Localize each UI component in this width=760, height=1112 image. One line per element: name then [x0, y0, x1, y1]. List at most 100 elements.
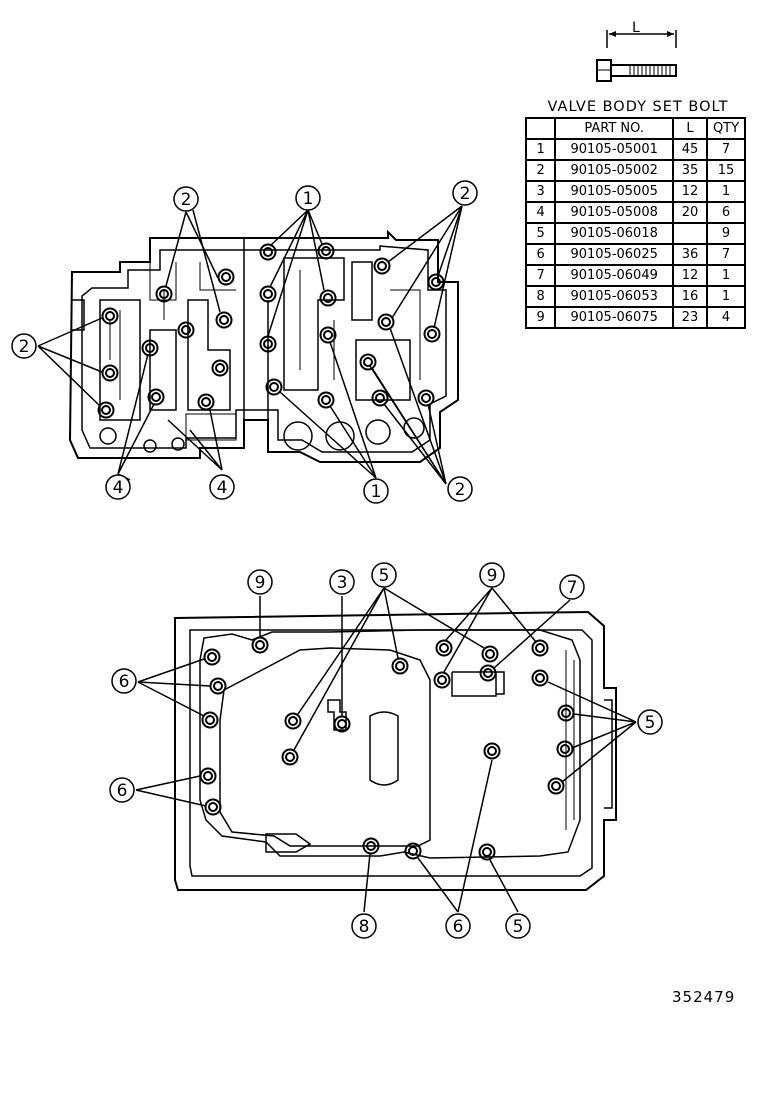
- svg-text:6: 6: [117, 781, 128, 801]
- svg-text:5: 5: [513, 917, 524, 937]
- spec-table: PART NO. L QTY 1 90105-05001 45 7 2 9010…: [524, 117, 746, 329]
- callout-4-left: 4: [105, 474, 131, 500]
- callout-6-bottom: 6: [445, 913, 471, 939]
- svg-text:3: 3: [337, 573, 348, 593]
- row-part: 90105-06053: [554, 285, 675, 308]
- svg-text:9: 9: [487, 566, 498, 586]
- callout-5-bottom: 5: [505, 913, 531, 939]
- row-part: 90105-06075: [554, 306, 675, 329]
- svg-text:5: 5: [379, 566, 390, 586]
- table-row: 8 90105-06053 16 1: [524, 285, 746, 308]
- callouts: 2 1 2 2 4 4 1 2 9 3 5 9 7 6 6 5 8 6 5: [11, 180, 663, 939]
- svg-text:5: 5: [645, 713, 656, 733]
- row-part: 90105-05002: [554, 159, 675, 182]
- callout-2-top-left: 2: [173, 186, 199, 212]
- svg-text:7: 7: [567, 578, 578, 598]
- bolt-spec-table: VALVE BODY SET BOLT PART NO. L QTY 1 901…: [524, 99, 751, 329]
- svg-text:6: 6: [119, 672, 130, 692]
- svg-text:4: 4: [113, 478, 124, 498]
- svg-text:1: 1: [371, 482, 382, 502]
- callout-8: 8: [351, 913, 377, 939]
- row-no: 1: [524, 138, 557, 161]
- row-length: 20: [672, 201, 708, 224]
- row-no: 4: [524, 201, 557, 224]
- table-row: 2 90105-05002 35 15: [524, 159, 746, 182]
- table-row: 4 90105-05008 20 6: [524, 201, 746, 224]
- header-length: L: [672, 117, 708, 140]
- header-no: [524, 117, 557, 140]
- row-qty: 1: [706, 180, 746, 203]
- row-qty: 1: [706, 264, 746, 287]
- callout-2-bottom: 2: [447, 476, 473, 502]
- row-qty: 7: [706, 138, 746, 161]
- callout-5-top: 5: [371, 562, 397, 588]
- row-no: 6: [524, 243, 557, 266]
- header-part-no: PART NO.: [554, 117, 675, 140]
- callout-1-bottom: 1: [363, 478, 389, 504]
- table-row: 3 90105-05005 12 1: [524, 180, 746, 203]
- row-no: 9: [524, 306, 557, 329]
- row-length: 12: [672, 264, 708, 287]
- row-qty: 1: [706, 285, 746, 308]
- svg-text:1: 1: [303, 189, 314, 209]
- row-part: 90105-05005: [554, 180, 675, 203]
- row-part: 90105-05001: [554, 138, 675, 161]
- svg-text:9: 9: [255, 573, 266, 593]
- svg-text:2: 2: [181, 190, 192, 210]
- callout-3: 3: [329, 569, 355, 595]
- row-no: 3: [524, 180, 557, 203]
- reference-code: 352479: [672, 988, 736, 1006]
- lower-leader-lines: [135, 587, 637, 913]
- header-qty: QTY: [706, 117, 746, 140]
- bolt-length-label: L: [632, 20, 640, 36]
- callout-6-middle: 6: [109, 777, 135, 803]
- lower-valve-body: [174, 610, 617, 891]
- row-no: 7: [524, 264, 557, 287]
- upper-bolts: [97, 242, 445, 419]
- callout-2-top-right: 2: [452, 180, 478, 206]
- row-part: 90105-05008: [554, 201, 675, 224]
- row-no: 8: [524, 285, 557, 308]
- callout-5-right: 5: [637, 709, 663, 735]
- callout-1-top: 1: [295, 185, 321, 211]
- row-part: 90105-06049: [554, 264, 675, 287]
- svg-text:8: 8: [359, 917, 370, 937]
- table-header-row: PART NO. L QTY: [524, 117, 746, 140]
- row-qty: 15: [706, 159, 746, 182]
- row-length: 16: [672, 285, 708, 308]
- lower-bolts: [199, 636, 575, 861]
- row-length: 45: [672, 138, 708, 161]
- row-length: 35: [672, 159, 708, 182]
- table-title: VALVE BODY SET BOLT: [547, 99, 729, 115]
- table-row: 9 90105-06075 23 4: [524, 306, 746, 329]
- row-qty: 4: [706, 306, 746, 329]
- row-no: 5: [524, 222, 557, 245]
- callout-9-right: 9: [479, 562, 505, 588]
- svg-text:2: 2: [455, 480, 466, 500]
- bolt-icon: [596, 30, 677, 82]
- row-length: 23: [672, 306, 708, 329]
- row-no: 2: [524, 159, 557, 182]
- table-row: 7 90105-06049 12 1: [524, 264, 746, 287]
- row-part: 90105-06025: [554, 243, 675, 266]
- callout-6-upper: 6: [111, 668, 137, 694]
- row-qty: 7: [706, 243, 746, 266]
- callout-4-right: 4: [209, 474, 235, 500]
- row-length: 12: [672, 180, 708, 203]
- table-row: 1 90105-05001 45 7: [524, 138, 746, 161]
- callout-2-left: 2: [11, 333, 37, 359]
- table-row: 5 90105-06018 9: [524, 222, 746, 245]
- table-row: 6 90105-06025 36 7: [524, 243, 746, 266]
- callout-7: 7: [559, 574, 585, 600]
- row-qty: 9: [706, 222, 746, 245]
- callout-9-left: 9: [247, 569, 273, 595]
- svg-text:2: 2: [19, 337, 30, 357]
- row-qty: 6: [706, 201, 746, 224]
- svg-text:4: 4: [217, 478, 228, 498]
- row-length: 36: [672, 243, 708, 266]
- svg-text:6: 6: [453, 917, 464, 937]
- svg-text:2: 2: [460, 184, 471, 204]
- row-part: 90105-06018: [554, 222, 675, 245]
- row-length: [672, 222, 708, 245]
